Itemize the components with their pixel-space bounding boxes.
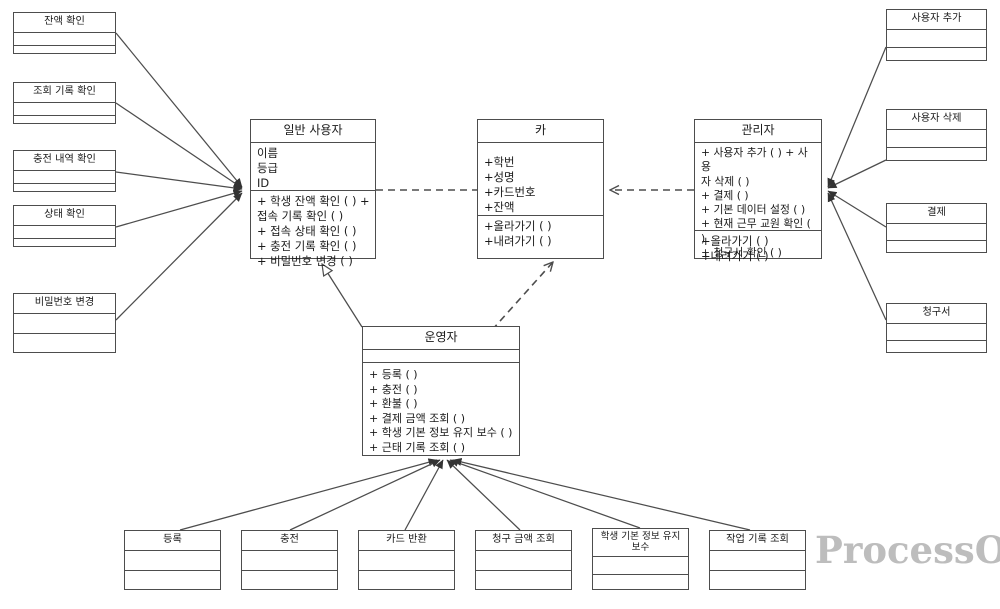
- stub-balance-check-title: 잔액 확인: [14, 13, 115, 33]
- stub-compartment-2: [14, 46, 115, 53]
- stub-register-title: 등록: [125, 531, 220, 551]
- stub-lookup-history-check-title: 조회 기록 확인: [14, 83, 115, 103]
- edge-operator-to-card: [491, 262, 553, 331]
- stub-compartment-1: [14, 226, 115, 239]
- stub-invoice-title: 청구서: [887, 304, 986, 324]
- stub-compartment-1: [242, 551, 337, 571]
- class-card[interactable]: 카 +학번 +성명 +카드번호 +잔액 +올라가기 ( ) +내려가기 ( ): [477, 119, 604, 259]
- stub-billing-amount-lookup[interactable]: 청구 금액 조회: [475, 530, 572, 590]
- class-administrator-operations: +올라가기 ( ) +내려가기 ( ): [701, 234, 769, 263]
- edge-bottom-stub-fan: [179, 458, 751, 531]
- class-card-title: 카: [478, 120, 603, 143]
- stub-compartment-1: [125, 551, 220, 571]
- stub-compartment-1: [887, 224, 986, 241]
- stub-compartment-2: [593, 575, 688, 589]
- stub-register[interactable]: 등록: [124, 530, 221, 590]
- stub-billing-amount-lookup-title: 청구 금액 조회: [476, 531, 571, 551]
- class-operator-operations: + 등록 ( ) + 충전 ( ) + 환불 ( ) + 결제 금액 조회 ( …: [369, 368, 513, 454]
- stub-compartment-2: [125, 571, 220, 589]
- class-administrator-attributes: + 사용자 추가 ( ) + 사용 자 삭제 ( ) + 결제 ( ) + 기본…: [695, 143, 821, 259]
- stub-change-password[interactable]: 비밀번호 변경: [13, 293, 116, 353]
- class-general-user-attributes: 이름 등급 ID: [251, 143, 375, 191]
- class-card-operations: +올라가기 ( ) +내려가기 ( ): [484, 219, 552, 248]
- stub-compartment-1: [14, 103, 115, 116]
- class-general-user[interactable]: 일반 사용자 이름 등급 ID + 학생 잔액 확인 ( ) + 접속 기록 확…: [250, 119, 376, 268]
- stub-compartment-2: [14, 184, 115, 191]
- stub-change-password-title: 비밀번호 변경: [14, 294, 115, 314]
- stub-compartment-1: [14, 171, 115, 184]
- stub-compartment-2: [14, 116, 115, 123]
- stub-delete-user[interactable]: 사용자 삭제: [886, 109, 987, 161]
- stub-compartment-1: [476, 551, 571, 571]
- class-operator-title: 운영자: [363, 327, 519, 350]
- class-general-user-title: 일반 사용자: [251, 120, 375, 143]
- stub-payment-title: 결제: [887, 204, 986, 224]
- class-card-attributes: +학번 +성명 +카드번호 +잔액: [478, 143, 603, 216]
- stub-compartment-2: [14, 334, 115, 352]
- stub-lookup-history-check[interactable]: 조회 기록 확인: [13, 82, 116, 124]
- stub-student-info-maintenance[interactable]: 학생 기본 정보 유지 보수: [592, 528, 689, 590]
- class-general-user-operations: + 학생 잔액 확인 ( ) + 접속 기록 확인 ( ) + 접속 상태 확인…: [257, 194, 370, 268]
- stub-compartment-1: [359, 551, 454, 571]
- stub-add-user-title: 사용자 추가: [887, 10, 986, 30]
- stub-compartment-2: [887, 241, 986, 252]
- stub-card-return-title: 카드 반환: [359, 531, 454, 551]
- stub-student-info-maintenance-title: 학생 기본 정보 유지 보수: [593, 529, 688, 557]
- stub-compartment-2: [887, 48, 986, 60]
- stub-compartment-1: [887, 324, 986, 341]
- edge-operator-generalizes-generaluser: [322, 264, 363, 328]
- stub-card-return[interactable]: 카드 반환: [358, 530, 455, 590]
- stub-balance-check[interactable]: 잔액 확인: [13, 12, 116, 54]
- class-operator[interactable]: 운영자 + 등록 ( ) + 충전 ( ) + 환불 ( ) + 결제 금액 조…: [362, 326, 520, 456]
- stub-compartment-1: [887, 30, 986, 48]
- stub-work-history-lookup[interactable]: 작업 기록 조회: [709, 530, 806, 590]
- stub-compartment-2: [710, 571, 805, 589]
- stub-compartment-2: [887, 341, 986, 352]
- stub-compartment-1: [14, 314, 115, 334]
- stub-compartment-1: [887, 130, 986, 148]
- class-administrator[interactable]: 관리자 + 사용자 추가 ( ) + 사용 자 삭제 ( ) + 결제 ( ) …: [694, 119, 822, 263]
- stub-invoice[interactable]: 청구서: [886, 303, 987, 353]
- stub-compartment-2: [242, 571, 337, 589]
- stub-delete-user-title: 사용자 삭제: [887, 110, 986, 130]
- stub-compartment-1: [593, 557, 688, 575]
- stub-compartment-1: [710, 551, 805, 571]
- edge-left-stub-fan: [115, 32, 243, 321]
- stub-status-check-title: 상태 확인: [14, 206, 115, 226]
- stub-recharge-history-check[interactable]: 충전 내역 확인: [13, 150, 116, 192]
- stub-compartment-2: [14, 239, 115, 246]
- class-operator-attributes: [363, 350, 519, 363]
- stub-compartment-2: [359, 571, 454, 589]
- processon-watermark: ProcessOn: [815, 528, 1000, 572]
- stub-work-history-lookup-title: 작업 기록 조회: [710, 531, 805, 551]
- stub-compartment-1: [14, 33, 115, 46]
- stub-recharge-history-check-title: 충전 내역 확인: [14, 151, 115, 171]
- edge-right-stub-fan: [827, 46, 887, 321]
- stub-status-check[interactable]: 상태 확인: [13, 205, 116, 247]
- stub-recharge[interactable]: 충전: [241, 530, 338, 590]
- class-administrator-title: 관리자: [695, 120, 821, 143]
- stub-compartment-2: [887, 148, 986, 160]
- stub-recharge-title: 충전: [242, 531, 337, 551]
- stub-payment[interactable]: 결제: [886, 203, 987, 253]
- stub-add-user[interactable]: 사용자 추가: [886, 9, 987, 61]
- stub-compartment-2: [476, 571, 571, 589]
